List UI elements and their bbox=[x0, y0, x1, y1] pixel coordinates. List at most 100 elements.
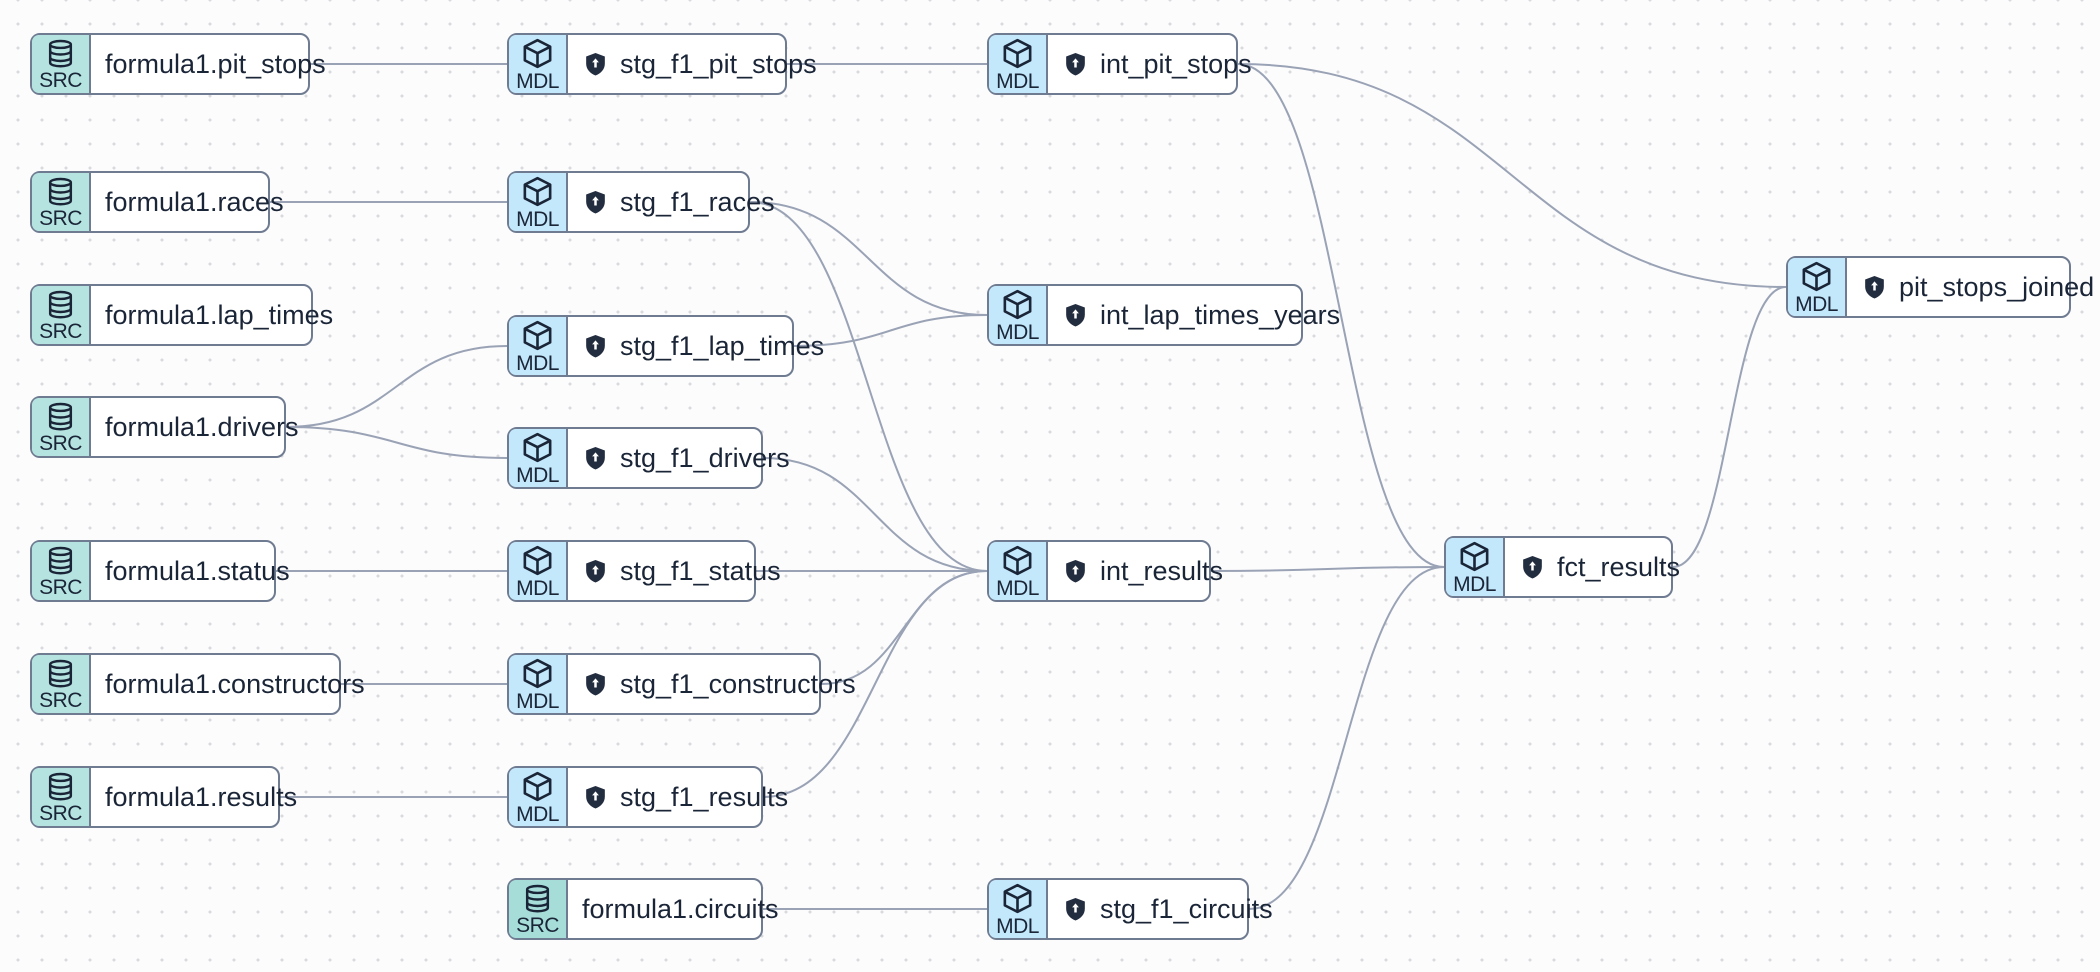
cube-icon bbox=[521, 657, 554, 690]
model-type-badge: MDL bbox=[509, 317, 568, 375]
badge-label: MDL bbox=[516, 207, 559, 231]
node-body: formula1.pit_stops bbox=[91, 35, 340, 93]
database-icon bbox=[45, 771, 76, 802]
model-type-badge: MDL bbox=[509, 429, 568, 487]
badge-label: MDL bbox=[996, 320, 1039, 344]
lineage-node-stg-f1-pit-stops[interactable]: MDL stg_f1_pit_stops bbox=[507, 33, 817, 95]
database-icon bbox=[45, 38, 76, 69]
node-body: int_lap_times_years bbox=[1048, 286, 1354, 344]
lineage-node-src-lap-times[interactable]: SRC formula1.lap_times bbox=[30, 284, 333, 346]
edge-src_drivers-to-stg_f1_drivers bbox=[285, 426, 508, 459]
cube-icon bbox=[521, 770, 554, 803]
badge-label: MDL bbox=[996, 69, 1039, 93]
badge-label: SRC bbox=[39, 319, 82, 343]
source-type-badge: SRC bbox=[32, 173, 91, 231]
cube-icon bbox=[521, 319, 554, 352]
model-type-badge: MDL bbox=[989, 286, 1048, 344]
badge-label: MDL bbox=[516, 351, 559, 375]
edge-fct_results-to-pit_stops_joined bbox=[1672, 286, 1787, 568]
shield-icon bbox=[582, 671, 609, 698]
edge-stg_f1_lap_times-to-int_lap_times_years bbox=[793, 314, 988, 347]
node-body: formula1.status bbox=[91, 542, 304, 600]
cube-icon bbox=[1800, 260, 1833, 293]
lineage-node-int-results[interactable]: MDL int_results bbox=[987, 540, 1223, 602]
node-label: int_results bbox=[1100, 555, 1224, 586]
node-body: int_pit_stops bbox=[1048, 35, 1266, 93]
shield-icon bbox=[582, 784, 609, 811]
cube-icon bbox=[521, 175, 554, 208]
shield-icon bbox=[1062, 896, 1089, 923]
node-body: stg_f1_constructors bbox=[568, 655, 870, 713]
lineage-node-stg-f1-circuits[interactable]: MDL stg_f1_circuits bbox=[987, 878, 1273, 940]
lineage-node-stg-f1-results[interactable]: MDL stg_f1_results bbox=[507, 766, 788, 828]
edge-src_drivers-to-stg_f1_lap_times bbox=[285, 345, 508, 428]
lineage-node-stg-f1-constructors[interactable]: MDL stg_f1_constructors bbox=[507, 653, 856, 715]
edge-int_pit_stops-to-fct_results bbox=[1237, 63, 1445, 568]
source-type-badge: SRC bbox=[32, 542, 91, 600]
shield-icon bbox=[1861, 274, 1888, 301]
node-label: stg_f1_constructors bbox=[620, 668, 856, 699]
database-icon bbox=[45, 401, 76, 432]
node-body: stg_f1_races bbox=[568, 173, 789, 231]
lineage-node-src-races[interactable]: SRC formula1.races bbox=[30, 171, 284, 233]
node-label: formula1.pit_stops bbox=[105, 48, 326, 79]
node-label: formula1.circuits bbox=[582, 893, 779, 924]
edge-stg_f1_drivers-to-int_results bbox=[762, 457, 988, 572]
badge-label: SRC bbox=[39, 206, 82, 230]
shield-icon bbox=[1062, 302, 1089, 329]
node-label: stg_f1_results bbox=[620, 781, 789, 812]
cube-icon bbox=[1001, 882, 1034, 915]
node-label: formula1.lap_times bbox=[105, 299, 334, 330]
badge-label: SRC bbox=[39, 575, 82, 599]
node-body: formula1.constructors bbox=[91, 655, 379, 713]
source-type-badge: SRC bbox=[32, 398, 91, 456]
database-icon bbox=[522, 883, 553, 914]
node-label: formula1.status bbox=[105, 555, 290, 586]
node-body: stg_f1_pit_stops bbox=[568, 35, 831, 93]
node-label: stg_f1_drivers bbox=[620, 442, 790, 473]
node-label: formula1.drivers bbox=[105, 411, 299, 442]
model-type-badge: MDL bbox=[989, 35, 1048, 93]
lineage-node-src-drivers[interactable]: SRC formula1.drivers bbox=[30, 396, 299, 458]
source-type-badge: SRC bbox=[509, 880, 568, 938]
badge-label: MDL bbox=[996, 576, 1039, 600]
source-type-badge: SRC bbox=[32, 286, 91, 344]
source-type-badge: SRC bbox=[32, 768, 91, 826]
shield-icon bbox=[582, 558, 609, 585]
shield-icon bbox=[582, 333, 609, 360]
lineage-node-src-status[interactable]: SRC formula1.status bbox=[30, 540, 290, 602]
lineage-node-src-circuits[interactable]: SRC formula1.circuits bbox=[507, 878, 779, 940]
badge-label: MDL bbox=[516, 69, 559, 93]
cube-icon bbox=[521, 544, 554, 577]
node-label: stg_f1_pit_stops bbox=[620, 48, 817, 79]
node-body: fct_results bbox=[1505, 538, 1694, 596]
database-icon bbox=[45, 289, 76, 320]
database-icon bbox=[45, 176, 76, 207]
node-label: stg_f1_circuits bbox=[1100, 893, 1273, 924]
node-label: formula1.races bbox=[105, 186, 284, 217]
shield-icon bbox=[1519, 554, 1546, 581]
model-type-badge: MDL bbox=[989, 542, 1048, 600]
lineage-node-stg-f1-drivers[interactable]: MDL stg_f1_drivers bbox=[507, 427, 790, 489]
badge-label: MDL bbox=[516, 802, 559, 826]
edge-int_pit_stops-to-pit_stops_joined bbox=[1237, 63, 1787, 288]
badge-label: MDL bbox=[996, 914, 1039, 938]
cube-icon bbox=[1001, 544, 1034, 577]
shield-icon bbox=[1062, 51, 1089, 78]
model-type-badge: MDL bbox=[509, 655, 568, 713]
shield-icon bbox=[582, 189, 609, 216]
node-label: formula1.constructors bbox=[105, 668, 365, 699]
node-label: pit_stops_joined bbox=[1899, 271, 2095, 302]
